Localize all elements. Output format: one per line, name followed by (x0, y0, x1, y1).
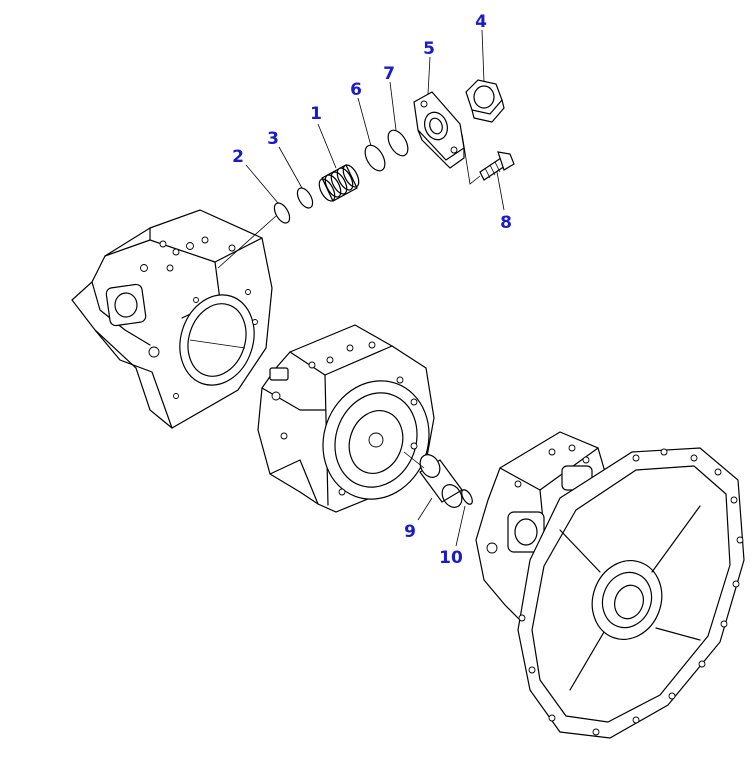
part-10-snap-ring (461, 489, 473, 505)
part-3-o-ring (296, 187, 314, 209)
callout-6: 6 (350, 80, 362, 100)
right-flywheel-housing (475, 431, 745, 739)
part-1-spring (318, 164, 360, 202)
callout-labels: 1 2 3 4 5 6 7 8 9 10 (232, 12, 512, 568)
callout-3: 3 (267, 129, 279, 149)
leader-lines (217, 29, 505, 547)
callout-10: 10 (439, 548, 463, 568)
callout-1: 1 (310, 104, 322, 124)
callout-4: 4 (475, 12, 487, 32)
part-4-nut (465, 79, 505, 123)
part-5-flange (413, 91, 465, 169)
callout-2: 2 (232, 147, 244, 167)
part-7-o-ring (387, 129, 409, 157)
callout-5: 5 (423, 39, 435, 59)
part-2-o-ring (273, 202, 291, 224)
callout-7: 7 (383, 64, 395, 84)
part-6-o-ring (364, 144, 386, 172)
part-8-bolt (461, 133, 515, 185)
callout-8: 8 (500, 213, 512, 233)
left-pump-housing (71, 209, 273, 429)
callout-9: 9 (404, 522, 416, 542)
part-9-bushing (419, 454, 463, 508)
center-valve-block (257, 324, 435, 513)
